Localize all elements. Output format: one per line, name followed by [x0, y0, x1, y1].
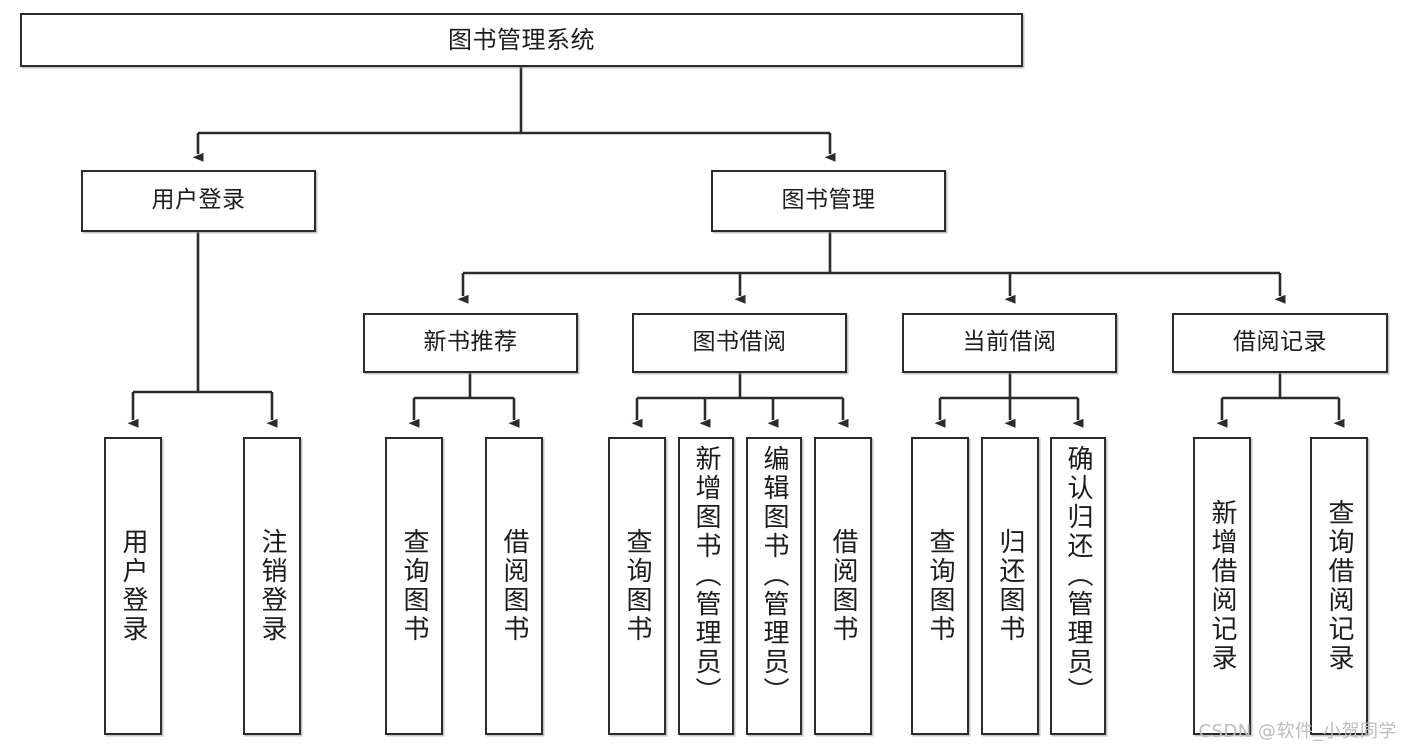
node-new-book-rec[interactable]: 新书推荐	[363, 313, 578, 373]
node-root[interactable]: 图书管理系统	[20, 13, 1023, 67]
node-user-login[interactable]: 用户登录	[81, 170, 316, 232]
node-leaf-query-book-1-label: 查询图书	[399, 528, 429, 644]
node-current-borrow[interactable]: 当前借阅	[902, 313, 1117, 373]
node-leaf-confirm-return-label: 确认归还（管理员）	[1063, 445, 1093, 706]
node-leaf-user-login-label: 用户登录	[118, 528, 148, 644]
node-book-borrow-label: 图书借阅	[692, 329, 787, 356]
node-leaf-borrow-book-1-label: 借阅图书	[499, 528, 529, 644]
node-leaf-query-book-2[interactable]: 查询图书	[608, 437, 666, 735]
node-root-label: 图书管理系统	[448, 25, 595, 54]
node-leaf-query-record-label: 查询借阅记录	[1324, 499, 1354, 673]
node-leaf-borrow-book-2[interactable]: 借阅图书	[814, 437, 872, 735]
node-borrow-record[interactable]: 借阅记录	[1172, 313, 1388, 373]
node-book-manage[interactable]: 图书管理	[711, 170, 946, 232]
node-leaf-logout[interactable]: 注销登录	[243, 437, 301, 735]
node-leaf-logout-label: 注销登录	[257, 528, 287, 644]
node-leaf-user-login[interactable]: 用户登录	[104, 437, 162, 735]
node-leaf-borrow-book-2-label: 借阅图书	[828, 528, 858, 644]
node-leaf-add-record-label: 新增借阅记录	[1207, 499, 1237, 673]
node-leaf-edit-book-label: 编辑图书（管理员）	[759, 445, 789, 706]
node-leaf-borrow-book-1[interactable]: 借阅图书	[485, 437, 543, 735]
node-leaf-return-book[interactable]: 归还图书	[981, 437, 1039, 735]
node-leaf-add-record[interactable]: 新增借阅记录	[1193, 437, 1251, 735]
node-borrow-record-label: 借阅记录	[1233, 329, 1327, 356]
node-leaf-confirm-return[interactable]: 确认归还（管理员）	[1050, 437, 1106, 735]
node-leaf-query-book-3-label: 查询图书	[925, 528, 955, 644]
node-book-manage-label: 图书管理	[781, 187, 876, 214]
node-new-book-rec-label: 新书推荐	[423, 329, 518, 356]
node-leaf-query-book-2-label: 查询图书	[622, 528, 652, 644]
node-leaf-query-book-1[interactable]: 查询图书	[385, 437, 443, 735]
node-leaf-query-record[interactable]: 查询借阅记录	[1310, 437, 1368, 735]
node-user-login-label: 用户登录	[151, 187, 246, 214]
node-book-borrow[interactable]: 图书借阅	[632, 313, 847, 373]
node-leaf-return-book-label: 归还图书	[995, 528, 1025, 644]
node-leaf-query-book-3[interactable]: 查询图书	[911, 437, 969, 735]
node-leaf-add-book-label: 新增图书（管理员）	[691, 445, 721, 706]
node-current-borrow-label: 当前借阅	[962, 329, 1057, 356]
csdn-watermark: CSDN @软件_小贺同学	[1198, 721, 1397, 742]
node-leaf-edit-book[interactable]: 编辑图书（管理员）	[746, 437, 802, 735]
node-leaf-add-book[interactable]: 新增图书（管理员）	[678, 437, 734, 735]
